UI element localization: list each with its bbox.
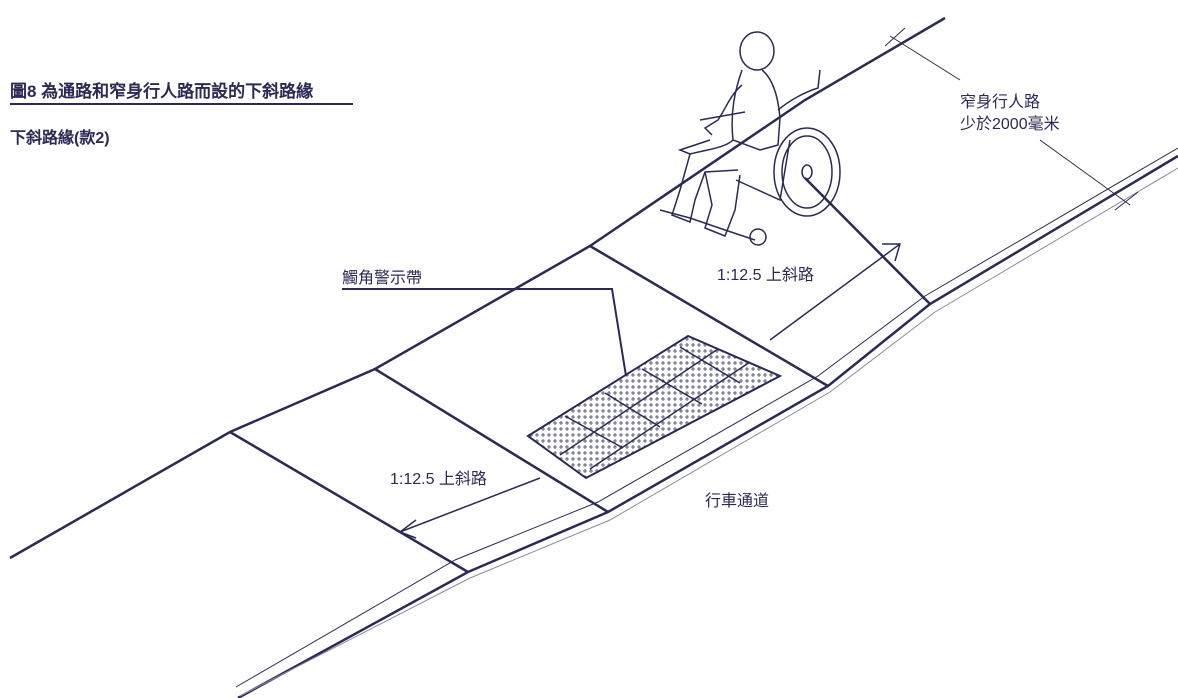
footway-back-edge	[9, 16, 946, 560]
tactile-strip-label: 觸角警示帶	[342, 270, 423, 287]
ramp-arrow-lower	[398, 477, 541, 539]
ramp-boundary-4	[804, 177, 931, 305]
road-surface-line	[239, 167, 1178, 697]
ramp-arrow-upper	[769, 243, 902, 341]
width-dimension-line-1	[889, 35, 961, 81]
footway-width-line-2: 少於2000毫米	[960, 116, 1060, 133]
kerb-front-edge	[237, 154, 1178, 698]
kerb-upper-edge	[235, 147, 1178, 688]
footway-width-label: 窄身行人路 少於2000毫米	[960, 92, 1060, 136]
tactile-leader-line	[342, 288, 627, 377]
width-dimension-tick-2	[1114, 191, 1139, 211]
wheelchair-user-figure	[659, 31, 841, 246]
figure-title: 圖8 為通路和窄身行人路而設的下斜路緣	[10, 82, 314, 101]
width-dimension-line-2	[1039, 139, 1131, 206]
figure-subtitle: 下斜路緣(款2)	[10, 130, 110, 147]
ramp-boundary-3	[589, 244, 829, 388]
ramp-boundary-2	[374, 367, 609, 514]
tactile-warning-paving	[526, 334, 783, 480]
ramp-gradient-label-lower: 1:12.5 上斜路	[390, 471, 487, 488]
ramp-boundary-1	[229, 430, 469, 574]
carriageway-label: 行車通道	[705, 493, 770, 510]
width-dimension-tick-1	[884, 27, 906, 47]
ramp-gradient-label-upper: 1:12.5 上斜路	[717, 267, 814, 284]
footway-width-line-1: 窄身行人路	[960, 94, 1041, 111]
